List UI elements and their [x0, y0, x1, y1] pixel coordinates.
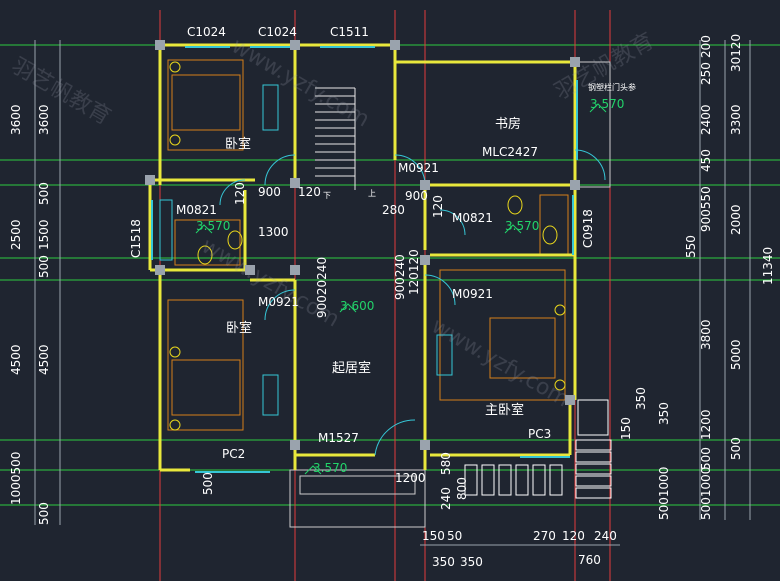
dim-bottom-b7: 350 — [460, 555, 483, 569]
dim-bottom-b5: 240 — [594, 529, 617, 543]
dim-inner-i7: 1300 — [258, 225, 289, 239]
dim-left-d1: 1000500 — [9, 452, 23, 505]
dim-inner-i8: 90020240 — [315, 257, 329, 318]
code-c1024-a: C1024 — [187, 25, 226, 39]
code-mlc2427: MLC2427 — [482, 145, 538, 159]
balcony-note: 钢塑栏门头参 — [588, 82, 636, 92]
dim-bottom-b1: 150 — [422, 529, 445, 543]
dim-right-r2: 250 — [699, 62, 713, 85]
dim-right-r15: 350 — [657, 402, 671, 425]
dim-right-r16: 1200 — [699, 409, 713, 440]
dim-right-r19: 5001000 — [657, 467, 671, 520]
dim-bottom-b2: 50 — [447, 529, 462, 543]
dim-right-r13: 350 — [634, 387, 648, 410]
dim-left-b1: 500 — [37, 182, 51, 205]
dim-right-r9: 550 — [684, 235, 698, 258]
watermark-3: 羽艺帆教育 — [551, 29, 659, 106]
room-study: 书房 — [495, 116, 521, 132]
dim-inner-i15: 500 — [201, 472, 215, 495]
code-m0921-left: M0921 — [258, 295, 299, 309]
dim-right-r5: 2400 — [699, 104, 713, 135]
dim-right-r18: 500 — [729, 437, 743, 460]
level-markers — [195, 103, 607, 475]
code-m1527: M1527 — [318, 431, 359, 445]
dim-right-r11: 3800 — [699, 319, 713, 350]
dim-right-r6: 450 — [699, 149, 713, 172]
stair-down-label: 下 — [323, 191, 331, 200]
dim-right-r20: 5001000 — [699, 467, 713, 520]
dim-bottom-b8: 760 — [578, 553, 601, 567]
dim-inner-i9: 900240 — [393, 254, 407, 300]
dims-bottom: 150 50 270 120 240 350 350 760 — [422, 529, 617, 569]
windows — [151, 46, 578, 473]
code-c1518: C1518 — [129, 219, 143, 258]
dim-inner-i13: 800 — [455, 477, 469, 500]
dim-right-r12: 5000 — [729, 339, 743, 370]
dim-left-b2: 1500 — [37, 219, 51, 250]
code-m0821-a: M0821 — [176, 203, 217, 217]
dim-right-r10: 11340 — [761, 247, 775, 285]
level-bath-a: 3.570 — [196, 219, 230, 233]
level-hall: 3.600 — [340, 299, 374, 313]
staircase — [315, 87, 356, 190]
code-m0921-study: M0921 — [398, 161, 439, 175]
dim-left-a1: 3600 — [9, 104, 23, 135]
dim-inner-i5: 900 — [405, 189, 428, 203]
dim-bottom-b6: 350 — [432, 555, 455, 569]
level-bath-b: 3.570 — [505, 219, 539, 233]
dim-right-r4: 3300 — [729, 104, 743, 135]
furniture — [159, 59, 569, 431]
dim-inner-i6: 120 — [431, 195, 445, 218]
walls — [148, 43, 577, 472]
dim-inner-i14: 240 — [439, 487, 453, 510]
code-c1511: C1511 — [330, 25, 369, 39]
dim-right-r17: 500 — [699, 447, 713, 470]
level-balcony: 3.570 — [313, 461, 347, 475]
dim-bottom-b3: 270 — [533, 529, 556, 543]
dim-left-b3: 2500 — [9, 219, 23, 250]
dim-right-r1: 200 — [699, 35, 713, 58]
code-c0918: C0918 — [581, 209, 595, 248]
dim-inner-i10: 120120 — [407, 249, 421, 295]
level-study: 3.570 — [590, 97, 624, 111]
dim-inner-i11: 1200 — [395, 471, 426, 485]
room-living: 起居室 — [332, 360, 371, 376]
dim-right-r14: 150 — [619, 417, 633, 440]
stair-up-label: 上 — [368, 189, 376, 198]
watermark-5: 羽艺帆教育 — [7, 54, 115, 131]
dim-bottom-b4: 120 — [562, 529, 585, 543]
dims-inner: 900 120 120 280 900 120 1300 90020240 90… — [201, 182, 469, 510]
watermark-4: www.yzfy.com — [427, 314, 574, 413]
code-pc2: PC2 — [222, 447, 245, 461]
code-pc3: PC3 — [528, 427, 551, 441]
dims-left: 3600 3600 500 1500 2500 500 4500 4500 10… — [9, 104, 51, 525]
dim-inner-i4: 280 — [382, 203, 405, 217]
dim-left-d2: 500 — [37, 502, 51, 525]
dims-right: 200 250 30120 3300 2400 450 900550 2000 … — [619, 34, 775, 520]
dim-inner-i3: 120 — [233, 182, 247, 205]
room-master-bedroom: 主卧室 — [485, 402, 524, 418]
dim-right-r7: 900550 — [699, 186, 713, 232]
dim-inner-i2: 120 — [298, 185, 321, 199]
code-m0821-b: M0821 — [452, 211, 493, 225]
dim-inner-i1: 900 — [258, 185, 281, 199]
doors — [219, 149, 606, 456]
code-c1024-b: C1024 — [258, 25, 297, 39]
dim-right-r3: 30120 — [729, 34, 743, 72]
dim-left-b4: 500 — [37, 255, 51, 278]
dim-right-r8: 2000 — [729, 204, 743, 235]
dim-left-c2: 4500 — [37, 344, 51, 375]
columns — [145, 40, 580, 450]
watermark-1: www.yzfy.com — [227, 34, 374, 133]
watermarks: www.yzfy.com www.yzfy.com 羽艺帆教育 www.yzfy… — [7, 29, 658, 413]
dim-inner-i12: 580 — [439, 452, 453, 475]
dim-left-c1: 4500 — [9, 344, 23, 375]
room-bedroom-top: 卧室 — [225, 136, 251, 152]
code-m0921-right: M0921 — [452, 287, 493, 301]
room-bedroom-left: 卧室 — [226, 320, 252, 336]
dim-left-a2: 3600 — [37, 104, 51, 135]
